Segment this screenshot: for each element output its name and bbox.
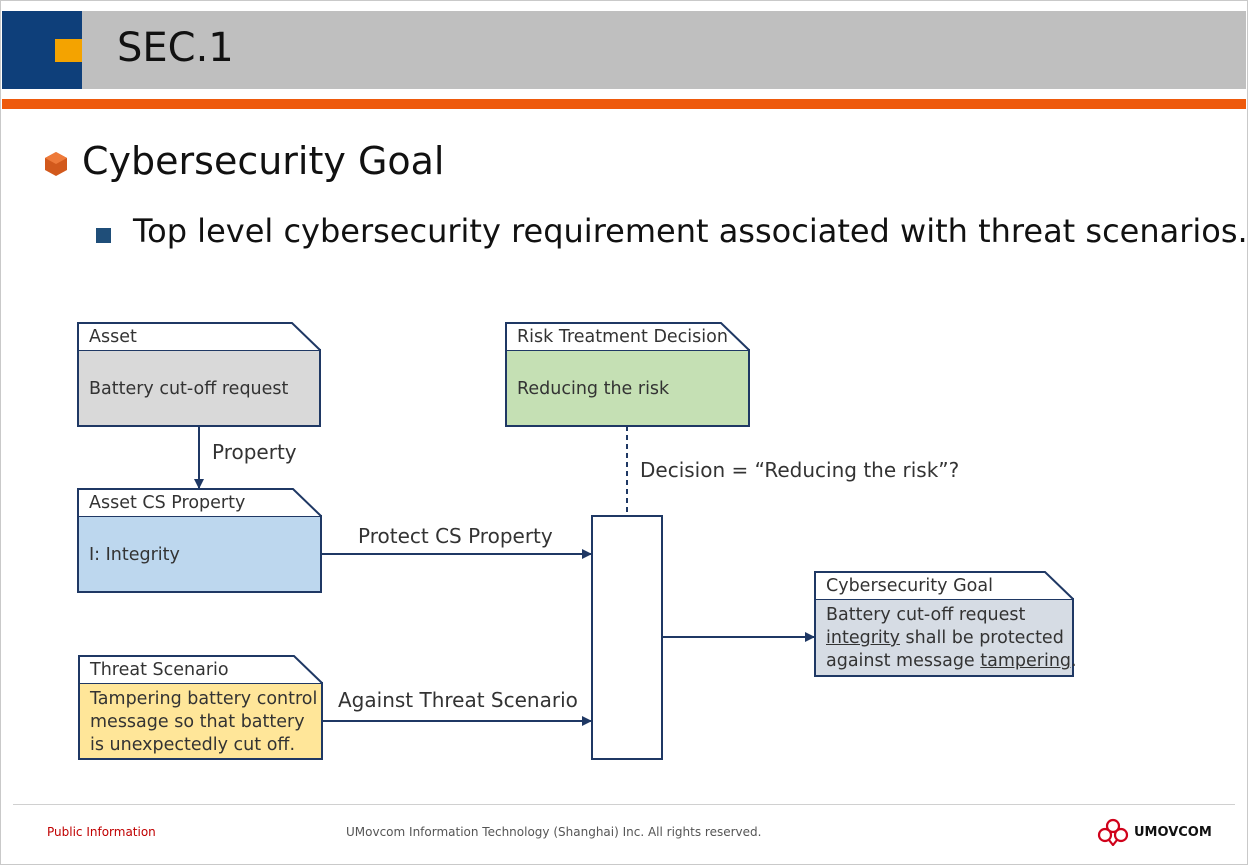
asset-cs-property-label: Asset CS Property — [89, 493, 246, 513]
process-box — [591, 515, 663, 760]
asset-cs-property-box — [77, 515, 322, 593]
cybersecurity-goal-label: Cybersecurity Goal — [826, 576, 993, 596]
asset-tab — [77, 322, 321, 351]
protect-connector-label: Protect CS Property — [358, 524, 553, 548]
asset-cs-property-tab — [77, 488, 322, 517]
goal-text-2: shall be protected — [899, 628, 1064, 648]
cybersecurity-goal-body: Battery cut-off request integrity shall … — [826, 604, 1077, 673]
footer-brand: UMOVCOM — [1134, 825, 1212, 840]
goal-period: . — [1071, 651, 1077, 671]
cybersecurity-goal-tab — [814, 571, 1074, 600]
property-connector-label: Property — [212, 440, 297, 464]
goal-word-tampering: tampering — [980, 651, 1072, 671]
against-connector-label: Against Threat Scenario — [338, 688, 578, 712]
risk-treatment-box — [505, 349, 750, 427]
title-bar — [2, 11, 1246, 89]
asset-body: Battery cut-off request — [89, 379, 289, 399]
risk-treatment-label: Risk Treatment Decision — [517, 327, 728, 347]
goal-line-2: integrity shall be protected — [826, 627, 1077, 650]
footer-copyright: UMovcom Information Technology (Shanghai… — [346, 825, 762, 839]
threat-scenario-tab — [78, 655, 323, 684]
asset-label: Asset — [89, 327, 137, 347]
asset-cs-property-body: I: Integrity — [89, 545, 180, 565]
footer-classification: Public Information — [47, 825, 156, 839]
goal-text-3: against message — [826, 651, 981, 671]
threat-scenario-box — [78, 682, 323, 760]
slide-heading: Cybersecurity Goal — [82, 139, 445, 183]
cybersecurity-goal-box — [814, 598, 1074, 677]
slide-subheading: Top level cybersecurity requirement asso… — [133, 212, 1248, 250]
title-rule — [2, 99, 1246, 109]
hexagon-bullet-icon — [45, 152, 67, 176]
threat-scenario-label: Threat Scenario — [90, 660, 229, 680]
goal-word-integrity: integrity — [826, 628, 900, 648]
umovcom-logo-icon — [1097, 818, 1129, 846]
footer-rule — [13, 804, 1235, 805]
slide-title: SEC.1 — [117, 25, 234, 71]
decision-connector-label: Decision = “Reducing the risk”? — [640, 458, 960, 482]
asset-box — [77, 349, 321, 427]
goal-line-3: against message tampering. — [826, 650, 1077, 673]
threat-scenario-body: Tampering battery control message so tha… — [90, 689, 318, 755]
risk-treatment-body: Reducing the risk — [517, 379, 670, 399]
square-bullet-icon — [96, 228, 111, 243]
title-accent-square — [55, 39, 82, 62]
risk-treatment-tab — [505, 322, 750, 351]
goal-line-1: Battery cut-off request — [826, 605, 1026, 625]
